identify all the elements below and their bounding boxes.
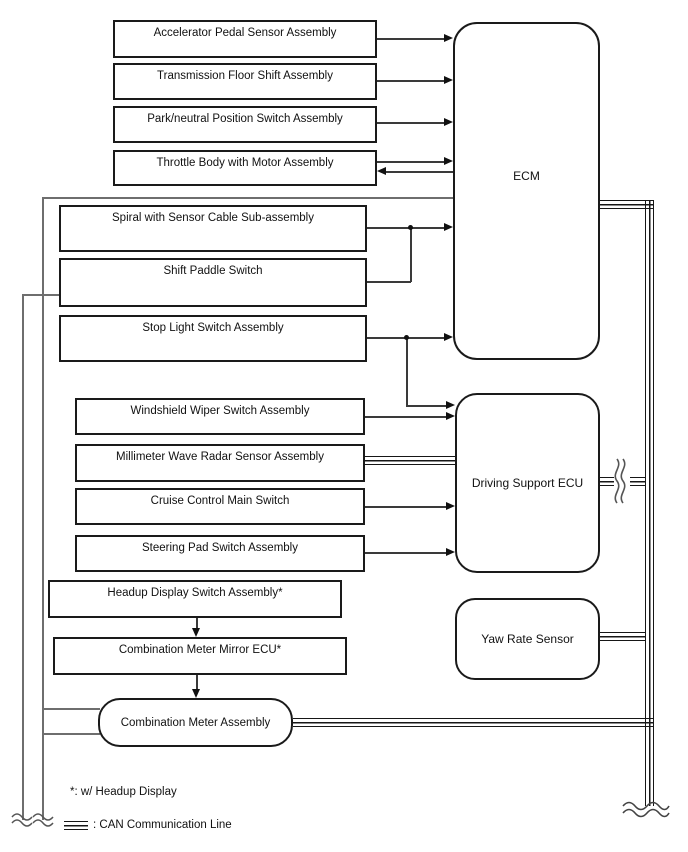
node-yaw-rate-sensor: Yaw Rate Sensor (455, 598, 600, 680)
arrow-right-icon (444, 76, 453, 84)
node-driving-support-ecu: Driving Support ECU (455, 393, 600, 573)
node-transmission-floor-shift-assembly: Transmission Floor Shift Assembly (113, 63, 377, 100)
can-line (630, 477, 645, 486)
node-spiral-with-sensor-cable-sub-assembly: Spiral with Sensor Cable Sub-assembly (59, 205, 367, 252)
can-line (600, 200, 654, 209)
node-throttle-body-with-motor-assembly: Throttle Body with Motor Assembly (113, 150, 377, 186)
can-line (364, 456, 455, 465)
connector-line (43, 708, 100, 710)
can-line-legend-icon (64, 821, 88, 830)
connector-line (377, 161, 444, 163)
arrow-right-icon (446, 502, 455, 510)
connector-line (386, 171, 453, 173)
arrow-right-icon (446, 412, 455, 420)
arrow-right-icon (446, 548, 455, 556)
node-ecm: ECM (453, 22, 600, 360)
arrow-down-icon (192, 689, 200, 698)
connector-line (365, 506, 446, 508)
connector-line (367, 281, 411, 283)
line-break-icon (11, 813, 33, 827)
node-cruise-control-main-switch: Cruise Control Main Switch (75, 488, 365, 525)
connector-line (367, 227, 444, 229)
connector-line (406, 337, 408, 406)
line-break-icon (622, 801, 670, 818)
arrow-right-icon (444, 157, 453, 165)
connector-line (377, 80, 444, 82)
node-park-neutral-position-switch-assembly: Park/neutral Position Switch Assembly (113, 106, 377, 143)
connector-line (406, 405, 446, 407)
arrow-right-icon (444, 34, 453, 42)
connector-line (42, 197, 453, 199)
node-combination-meter-assembly: Combination Meter Assembly (98, 698, 293, 747)
connector-line (22, 294, 60, 296)
node-steering-pad-switch-assembly: Steering Pad Switch Assembly (75, 535, 365, 572)
can-bus-line (645, 200, 654, 806)
connector-line (22, 294, 24, 820)
connector-line (365, 552, 446, 554)
connector-line (196, 675, 198, 690)
can-line (600, 632, 645, 641)
connector-line (377, 38, 444, 40)
node-windshield-wiper-switch-assembly: Windshield Wiper Switch Assembly (75, 398, 365, 435)
can-line (600, 477, 614, 486)
connector-line (410, 227, 412, 282)
arrow-right-icon (444, 333, 453, 341)
footnote-headup-display: *: w/ Headup Display (70, 786, 177, 798)
connector-line (365, 416, 446, 418)
arrow-down-icon (192, 628, 200, 637)
node-combination-meter-mirror-ecu: Combination Meter Mirror ECU* (53, 637, 347, 675)
legend-can-communication-line: : CAN Communication Line (93, 819, 232, 831)
junction-dot (404, 335, 409, 340)
junction-dot (408, 225, 413, 230)
node-shift-paddle-switch: Shift Paddle Switch (59, 258, 367, 307)
can-line (293, 718, 654, 727)
connector-line (42, 197, 44, 820)
arrow-right-icon (444, 118, 453, 126)
connector-line (196, 618, 198, 630)
node-accelerator-pedal-sensor-assembly: Accelerator Pedal Sensor Assembly (113, 20, 377, 58)
arrow-right-icon (444, 223, 453, 231)
node-stop-light-switch-assembly: Stop Light Switch Assembly (59, 315, 367, 362)
line-break-icon (32, 813, 54, 827)
node-millimeter-wave-radar-sensor-assembly: Millimeter Wave Radar Sensor Assembly (75, 444, 365, 482)
connector-line (43, 733, 100, 735)
node-headup-display-switch-assembly: Headup Display Switch Assembly* (48, 580, 342, 618)
arrow-left-icon (377, 167, 386, 175)
connector-line (377, 122, 444, 124)
line-break-icon (614, 458, 626, 504)
arrow-right-icon (446, 401, 455, 409)
